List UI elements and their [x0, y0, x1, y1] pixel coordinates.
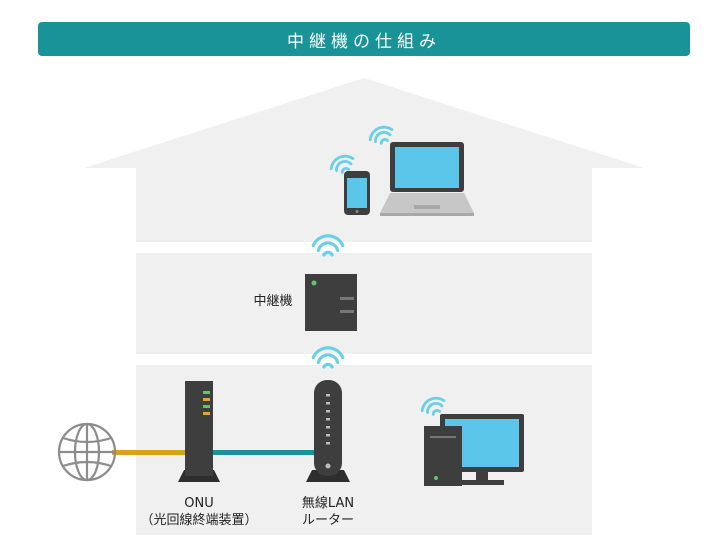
router-label-line1: 無線LAN: [301, 496, 355, 511]
onu-label: ONU （光回線終端装置）: [134, 495, 264, 529]
external-fiber-cable: [112, 450, 188, 455]
wifi-icon: [311, 234, 345, 257]
onu-label-line2: （光回線終端装置）: [140, 513, 258, 528]
house-roof: [84, 78, 644, 168]
onu-router-cable: [210, 450, 320, 455]
wifi-icon: [420, 396, 446, 416]
desktop-pc: [424, 414, 524, 486]
wifi-icon: [368, 125, 394, 145]
house-middle-floor: [136, 253, 592, 354]
globe-icon: [57, 422, 117, 482]
laptop: [380, 142, 474, 216]
wireless-router: [306, 380, 350, 482]
repeater-label: 中継機: [253, 294, 293, 309]
diagram-title: 中継機の仕組み: [38, 22, 690, 56]
wifi-icon: [329, 154, 355, 174]
smartphone: [344, 171, 370, 215]
onu-device: [178, 381, 220, 482]
onu-label-line1: ONU: [184, 496, 214, 511]
wifi-icon: [311, 346, 345, 369]
router-label-line2: ルーター: [301, 513, 354, 528]
repeater-device: [305, 274, 357, 331]
router-label: 無線LAN ルーター: [288, 495, 368, 529]
